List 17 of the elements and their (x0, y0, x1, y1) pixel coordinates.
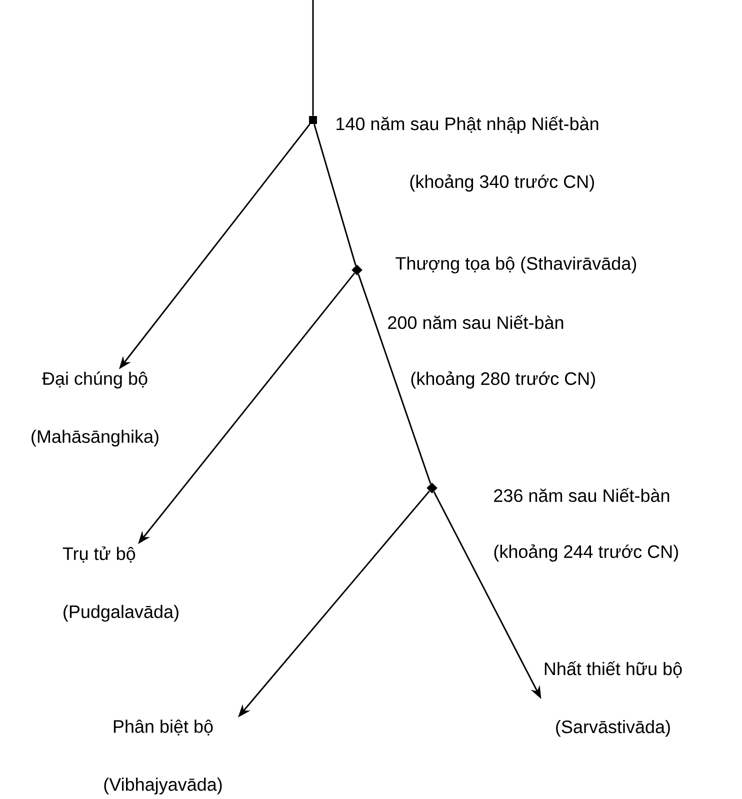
annotation-text: 200 năm sau Niết-bàn (388, 315, 564, 329)
annotation-text: 140 năm sau Phật nhập Niết-bàn (336, 116, 598, 134)
branch-line (358, 274, 432, 484)
annotation-text: (khoảng 244 trước CN) (494, 544, 678, 562)
text-label: Trụ tử bộ (Pudgalavāda) (62, 546, 178, 622)
text-label: Nhất thiết hữu bộ (Sarvāstivāda) (544, 661, 682, 737)
junction-square (309, 116, 317, 124)
annotation-text: Thượng tọa bộ (Sthavirāvāda) (396, 256, 636, 274)
junction-diamond (426, 482, 438, 494)
annotation-text: (khoảng 340 trước CN) (410, 174, 594, 192)
branch-line (312, 0, 314, 116)
text-label: Đại chúng bộ (Mahāsānghika) (32, 372, 158, 446)
annotation-text: 236 năm sau Niết-bàn (494, 488, 670, 502)
branch-line (314, 124, 356, 266)
junction-diamond (352, 264, 362, 276)
text-label: Phân biệt bộ (Vibhajyavāda) (104, 720, 222, 794)
annotation-text: (khoảng 280 trước CN) (411, 371, 595, 389)
